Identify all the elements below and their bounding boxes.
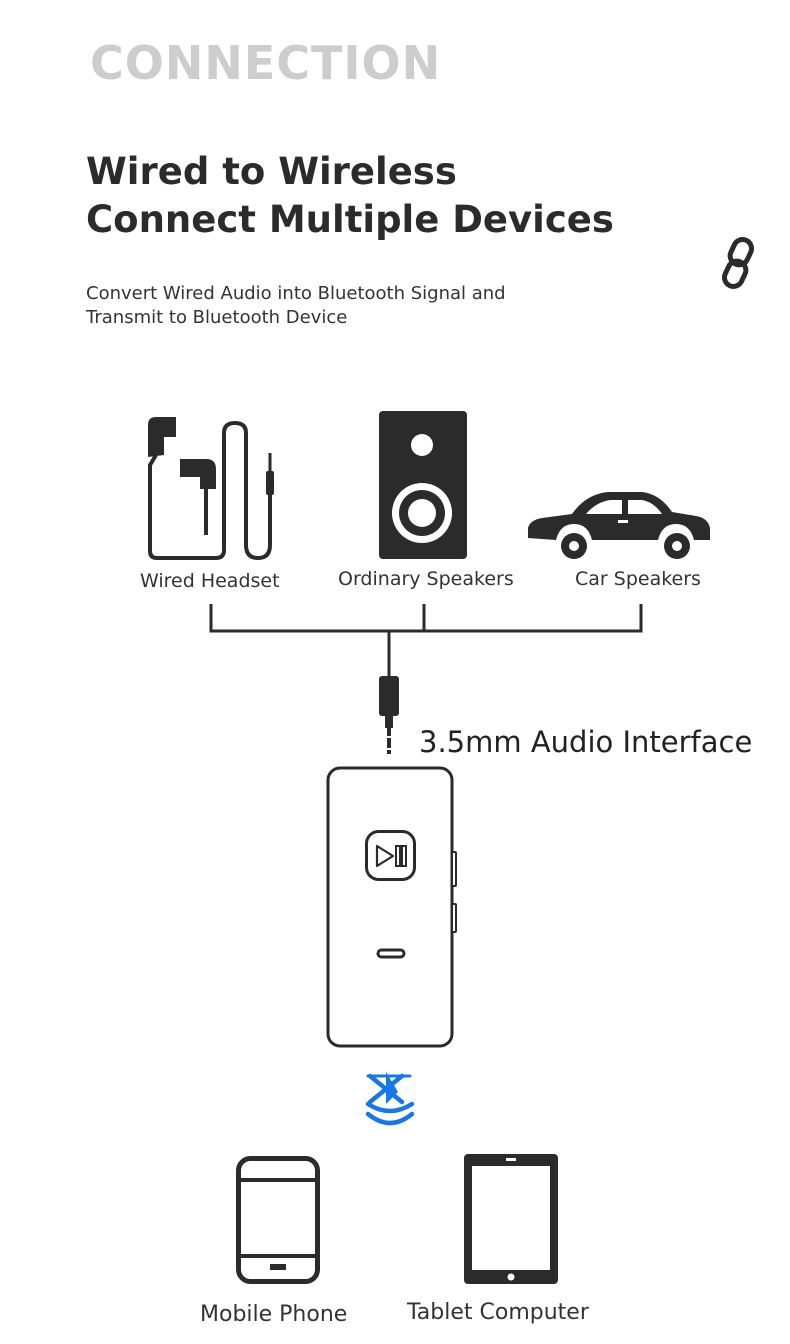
headline: Wired to Wireless Connect Multiple Devic… bbox=[86, 148, 614, 244]
speaker-icon bbox=[379, 411, 467, 559]
audio-jack-icon bbox=[379, 676, 399, 754]
headline-line-2: Connect Multiple Devices bbox=[86, 198, 614, 241]
bluetooth-transmitter bbox=[326, 766, 457, 1048]
section-title: CONNECTION bbox=[90, 36, 442, 90]
subtitle: Convert Wired Audio into Bluetooth Signa… bbox=[86, 282, 506, 330]
play-pause-icon[interactable] bbox=[365, 830, 417, 882]
interface-label: 3.5mm Audio Interface bbox=[419, 725, 753, 759]
bluetooth-icon bbox=[365, 1072, 415, 1126]
label-mobile-phone: Mobile Phone bbox=[200, 1302, 348, 1327]
label-tablet-computer: Tablet Computer bbox=[407, 1300, 589, 1325]
headline-line-1: Wired to Wireless bbox=[86, 150, 457, 193]
subtitle-line-1: Convert Wired Audio into Bluetooth Signa… bbox=[86, 283, 506, 304]
subtitle-line-2: Transmit to Bluetooth Device bbox=[86, 307, 348, 328]
car-icon bbox=[528, 492, 710, 559]
mobile-phone-icon bbox=[236, 1156, 320, 1284]
label-ordinary-speakers: Ordinary Speakers bbox=[338, 568, 514, 590]
link-icon bbox=[721, 237, 755, 289]
tablet-icon bbox=[464, 1154, 558, 1284]
label-car-speakers: Car Speakers bbox=[575, 568, 701, 590]
label-wired-headset: Wired Headset bbox=[140, 570, 280, 592]
headset-icon bbox=[148, 417, 274, 561]
